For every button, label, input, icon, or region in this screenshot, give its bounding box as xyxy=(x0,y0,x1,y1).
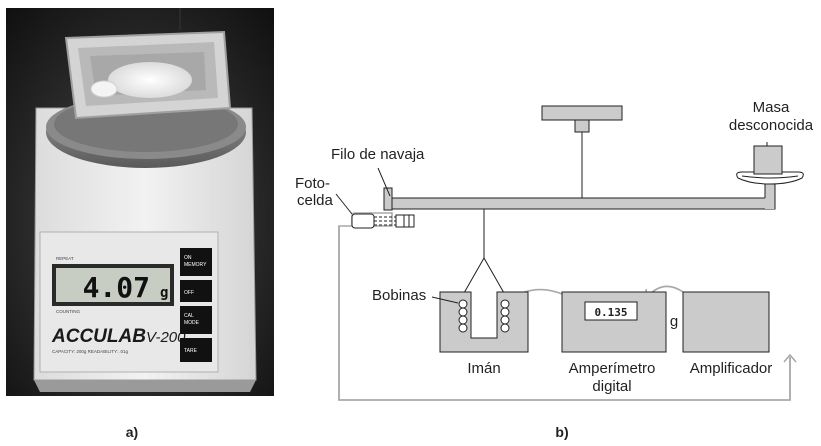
unknown-mass xyxy=(754,146,782,174)
label-celda: celda xyxy=(297,192,334,209)
capacity-text: CAPACITY: 200g READABILITY: .01g xyxy=(52,349,128,354)
svg-text:TARE: TARE xyxy=(184,348,198,354)
svg-text:OFF: OFF xyxy=(184,290,194,296)
magnet xyxy=(440,292,528,352)
caption-a: a) xyxy=(126,424,138,440)
balance-photo: 4.07 g REPEAT COUNTING ACCULAB V-200 CAP… xyxy=(6,8,274,396)
digital-ammeter xyxy=(562,292,666,352)
amplifier xyxy=(683,292,769,352)
brand-logo: ACCULAB xyxy=(51,326,146,347)
label-filo: Filo de navaja xyxy=(331,146,425,163)
display-reading: 4.07 xyxy=(83,271,150,304)
label-masa: Masa xyxy=(753,99,790,116)
label-iman: Imán xyxy=(467,360,500,377)
label-bobinas: Bobinas xyxy=(372,287,426,304)
caption-b: b) xyxy=(555,424,568,440)
label-digital: digital xyxy=(592,378,631,395)
svg-text:ON: ON xyxy=(184,255,192,261)
beam xyxy=(392,198,775,209)
ammeter-reading: 0.135 xyxy=(594,306,627,319)
label-amplificador: Amplificador xyxy=(690,360,773,377)
label-g: g xyxy=(670,313,678,330)
svg-text:MODE: MODE xyxy=(184,320,200,326)
top-support xyxy=(542,106,622,120)
light-source xyxy=(396,215,414,227)
svg-text:CAL: CAL xyxy=(184,313,194,319)
display-unit: g xyxy=(160,285,168,301)
small-label-bottom: COUNTING xyxy=(56,309,80,314)
label-foto: Foto- xyxy=(295,175,330,192)
photocell xyxy=(352,214,374,228)
small-label-top: REPEAT xyxy=(56,256,74,261)
label-desconocida: desconocida xyxy=(729,117,814,134)
powder-sample xyxy=(108,62,192,98)
label-amperimetro: Amperímetro xyxy=(569,360,656,377)
svg-text:MEMORY: MEMORY xyxy=(184,262,207,268)
